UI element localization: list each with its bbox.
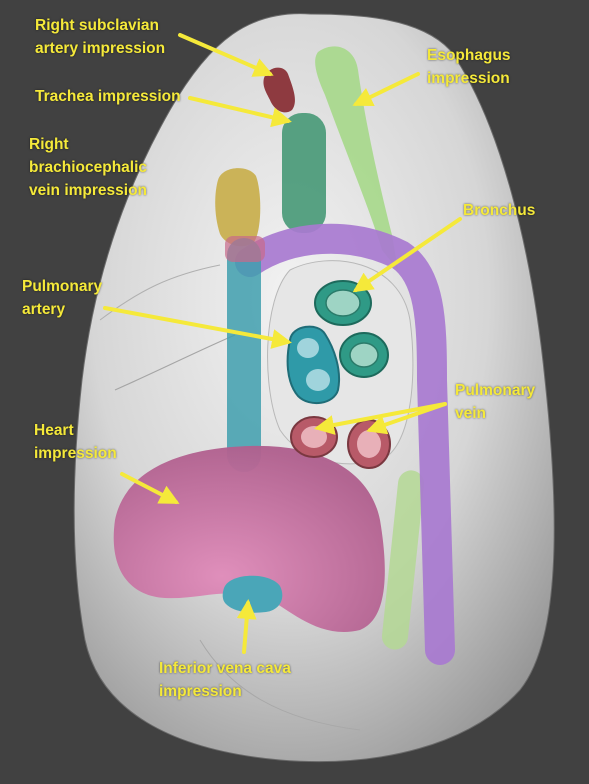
label-line: Pulmonary xyxy=(22,278,103,295)
artery-lumen xyxy=(306,369,330,391)
label-brachiocephalic: Right brachiocephalic vein impression xyxy=(29,133,147,202)
heart-impression xyxy=(113,445,385,633)
label-line: artery xyxy=(22,301,66,318)
arrow-bronchus xyxy=(352,217,462,293)
label-bronchus: Bronchus xyxy=(463,199,535,222)
subclavian-impression xyxy=(263,67,295,113)
label-line: Right subclavian xyxy=(35,17,160,34)
label-line: Esophagus xyxy=(427,47,511,64)
label-trachea: Trachea impression xyxy=(35,85,181,108)
label-line: Right xyxy=(29,136,69,153)
label-line: Pulmonary xyxy=(455,382,536,399)
label-pulmonary-artery: Pulmonary artery xyxy=(22,275,102,321)
arrow-pulmonary-vein-2 xyxy=(366,402,447,435)
bronchus-arch xyxy=(235,223,455,665)
ivc-impression xyxy=(222,575,283,613)
artery-lumen xyxy=(297,338,319,358)
label-line: impression xyxy=(159,683,242,700)
arrow-heart xyxy=(120,472,180,504)
trachea-impression xyxy=(282,113,326,233)
arrow-trachea xyxy=(188,96,292,128)
bronchus-lumen xyxy=(325,289,361,317)
brachiocephalic-impression xyxy=(215,168,261,247)
label-line: Bronchus xyxy=(463,202,536,219)
esophagus-lower-impression xyxy=(381,470,425,650)
arrow-subclavian xyxy=(178,33,274,77)
label-line: brachiocephalic xyxy=(29,159,148,176)
label-ivc: Inferior vena cava impression xyxy=(159,657,291,703)
label-heart: Heart impression xyxy=(34,419,117,465)
arrow-ivc xyxy=(236,599,257,654)
label-line: vein impression xyxy=(29,182,148,199)
arrow-pulmonary-artery xyxy=(103,306,292,349)
label-subclavian: Right subclavian artery impression xyxy=(35,14,165,60)
label-line: Inferior vena cava xyxy=(159,660,291,677)
esophagus-impression xyxy=(315,46,398,270)
arrow-esophagus xyxy=(352,72,420,107)
label-line: artery impression xyxy=(35,40,166,57)
fissure-line xyxy=(199,639,361,731)
fissure-line xyxy=(114,334,236,391)
pulmonary-artery-top xyxy=(225,236,265,262)
label-line: impression xyxy=(34,445,117,462)
label-line: vein xyxy=(455,405,487,422)
label-pulmonary-vein: Pulmonary vein xyxy=(455,379,535,425)
vein-lumen xyxy=(301,426,327,448)
vein-lumen xyxy=(357,430,381,458)
label-line: Trachea impression xyxy=(35,88,181,105)
label-line: Heart xyxy=(34,422,74,439)
artery-ring-group xyxy=(286,325,340,405)
label-esophagus: Esophagus impression xyxy=(427,44,511,90)
label-line: impression xyxy=(427,70,510,87)
bronchus-lumen xyxy=(349,342,379,368)
